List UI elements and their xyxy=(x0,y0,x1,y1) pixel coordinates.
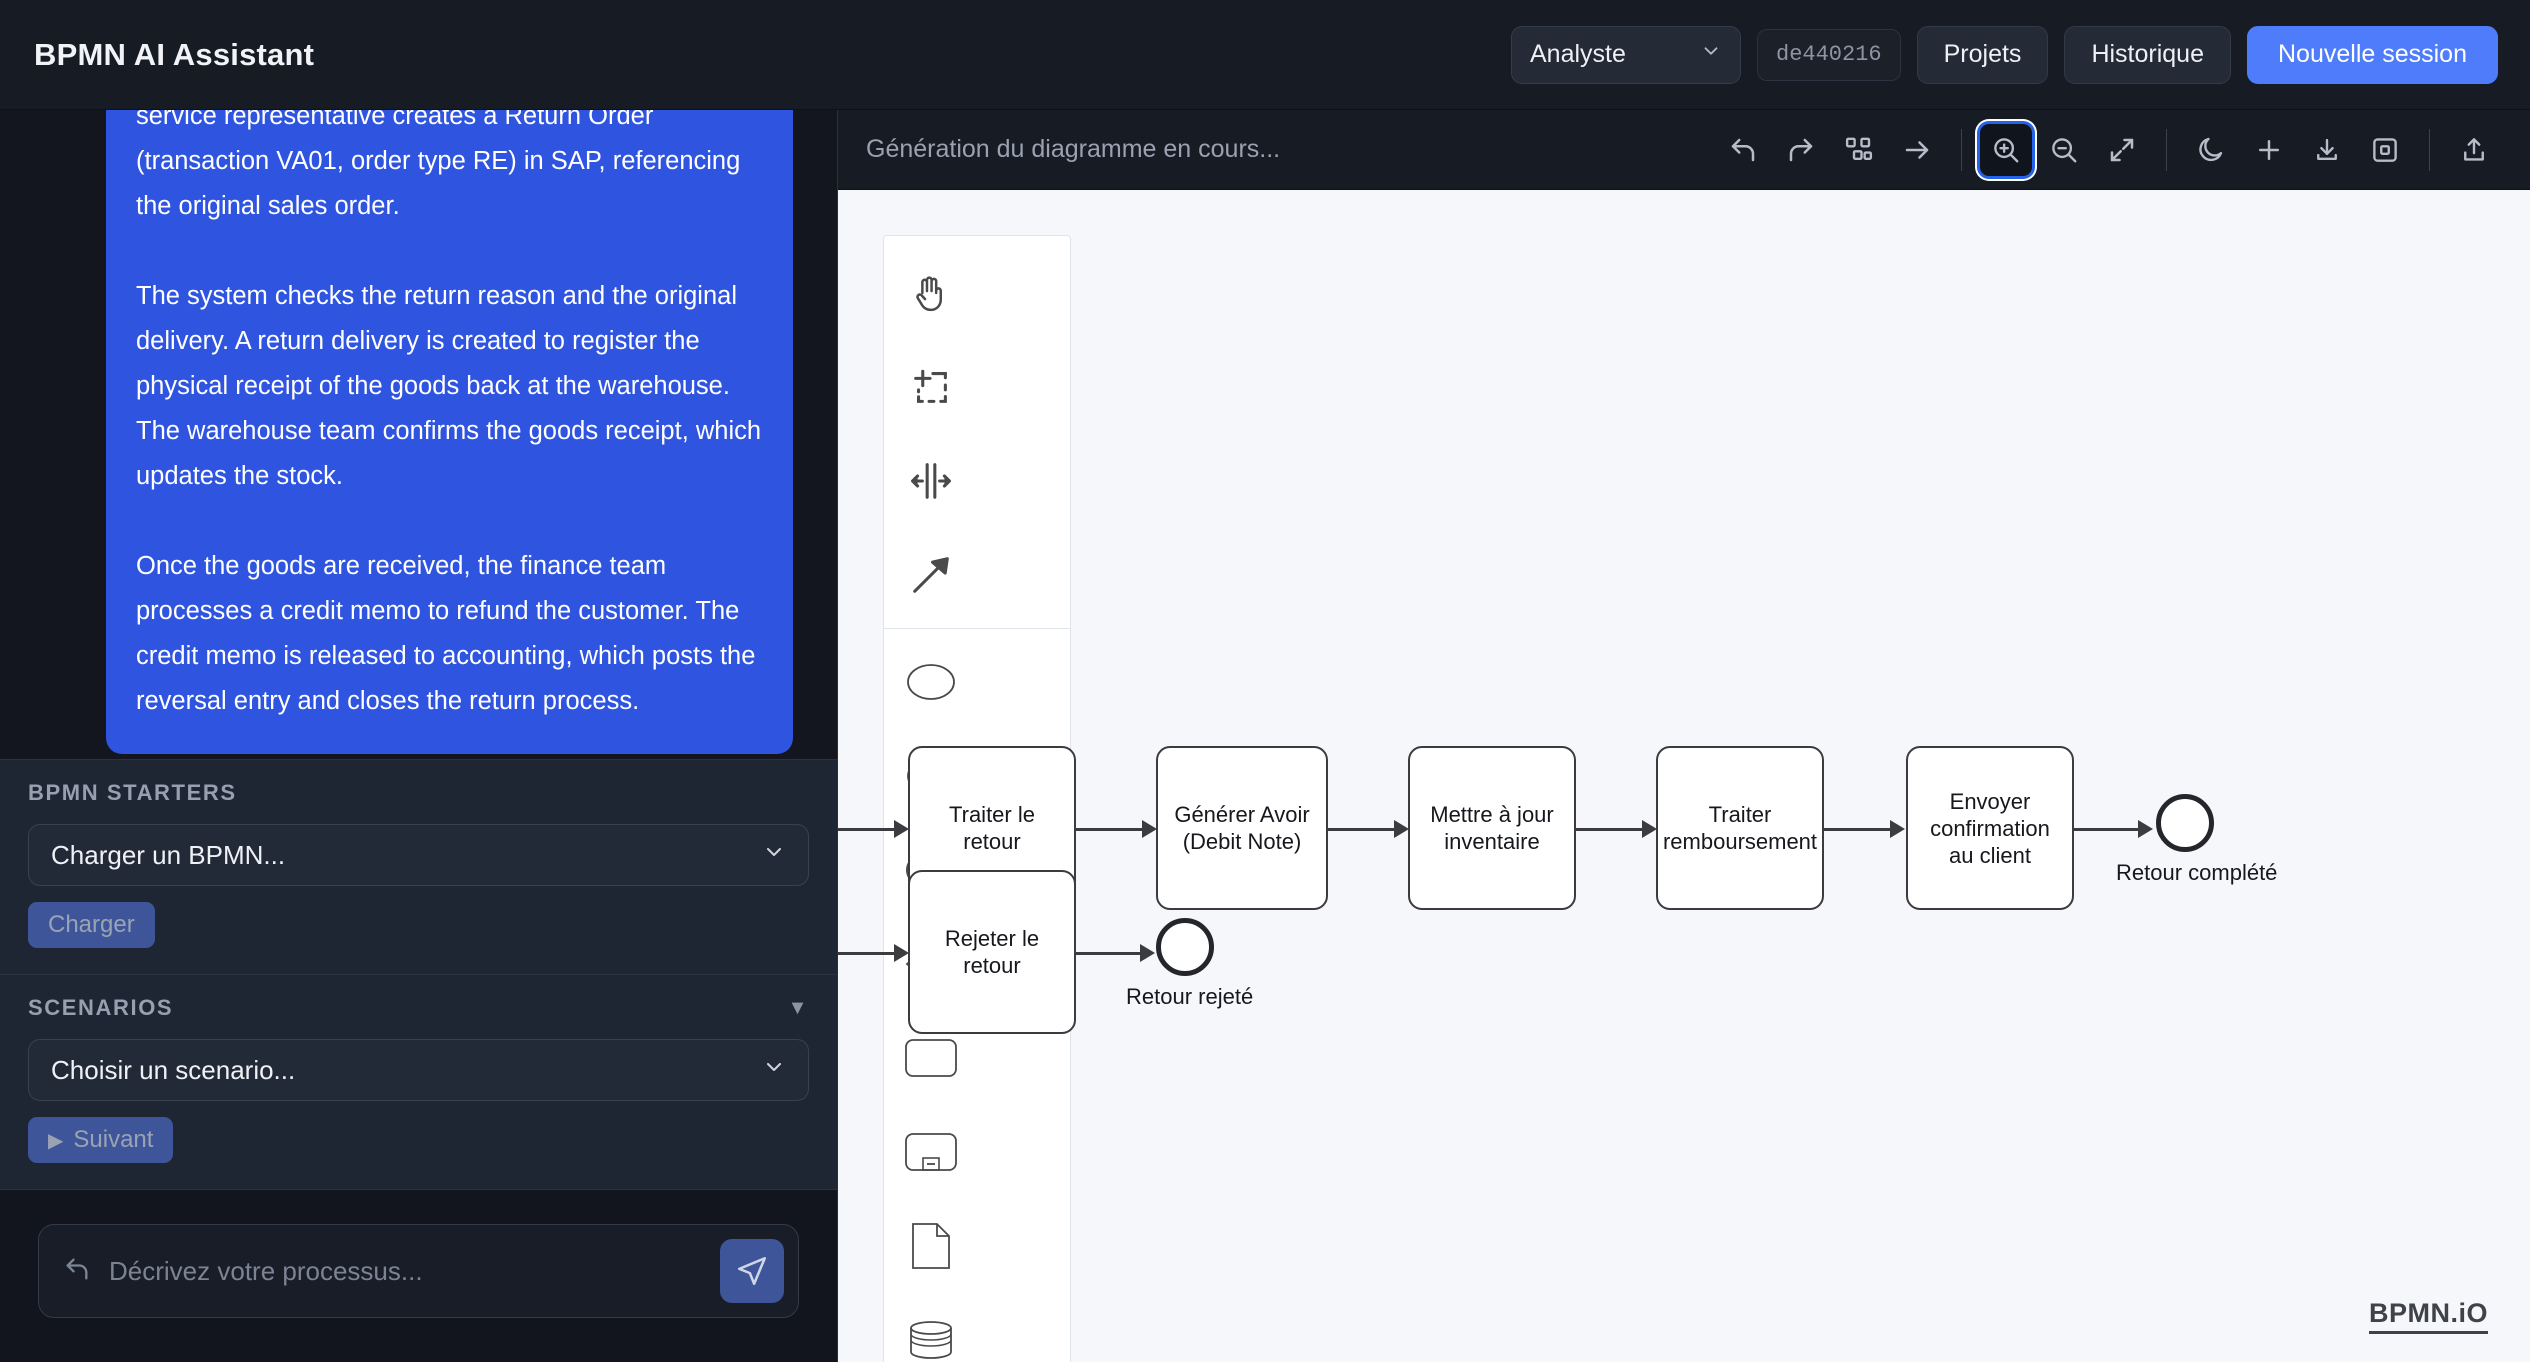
app-header: BPMN AI Assistant Analyste de440216 Proj… xyxy=(0,0,2530,110)
flow-arrowhead xyxy=(2138,820,2153,838)
task-icon[interactable] xyxy=(884,1011,978,1105)
load-bpmn-select-value: Charger un BPMN... xyxy=(51,839,286,870)
bpmn-starters-title: BPMN STARTERS xyxy=(28,780,237,805)
download-icon[interactable] xyxy=(2301,124,2353,176)
chevron-down-icon xyxy=(762,840,786,871)
flow-arrowhead xyxy=(1142,820,1157,838)
toolbar-divider xyxy=(2166,128,2167,171)
share-icon[interactable] xyxy=(2448,124,2500,176)
subprocess-icon[interactable] xyxy=(884,1105,978,1199)
chevron-down-icon xyxy=(1700,40,1722,69)
role-select-value: Analyste xyxy=(1530,40,1626,68)
flow-arrowhead xyxy=(1890,820,1905,838)
toolbar-divider xyxy=(2429,128,2430,171)
sequence-flow xyxy=(1328,828,1398,831)
new-session-button[interactable]: Nouvelle session xyxy=(2247,25,2498,84)
scenarios-panel: SCENARIOS ▼ Choisir un scenario... ▶ Sui… xyxy=(0,974,837,1189)
load-button-label: Charger xyxy=(48,911,135,938)
chat-scroll-area[interactable]: service representative creates a Return … xyxy=(0,110,837,759)
play-icon: ▶ xyxy=(48,1129,64,1152)
load-bpmn-select[interactable]: Charger un BPMN... xyxy=(28,824,809,886)
arrow-right-icon[interactable] xyxy=(1891,124,1943,176)
task-node[interactable]: Mettre à jour inventaire xyxy=(1408,746,1576,910)
diagram-toolbar: Génération du diagramme en cours... xyxy=(838,110,2530,190)
app-body: service representative creates a Return … xyxy=(0,110,2530,1362)
generation-status: Génération du diagramme en cours... xyxy=(866,135,1281,163)
dark-mode-icon[interactable] xyxy=(2185,124,2237,176)
next-button-label: Suivant xyxy=(73,1126,154,1153)
bpmn-canvas[interactable]: Traiter le retour Générer Avoir (Debit N… xyxy=(838,190,2530,1362)
sequence-flow xyxy=(838,952,898,955)
role-select[interactable]: Analyste xyxy=(1511,25,1741,84)
load-button[interactable]: Charger xyxy=(28,902,155,948)
composer-box[interactable] xyxy=(38,1224,799,1318)
zoom-in-icon[interactable] xyxy=(1980,123,2032,176)
flow-arrowhead xyxy=(1394,820,1409,838)
end-event-node[interactable] xyxy=(1156,918,1214,976)
lasso-tool-icon[interactable] xyxy=(884,340,978,434)
end-event-label: Retour complété xyxy=(2116,860,2278,885)
next-button[interactable]: ▶ Suivant xyxy=(28,1117,174,1163)
left-panel: service representative creates a Return … xyxy=(0,110,838,1362)
undo-icon[interactable] xyxy=(1717,124,1769,176)
auto-layout-icon[interactable] xyxy=(1833,124,1885,176)
sequence-flow xyxy=(1076,952,1148,955)
sequence-flow xyxy=(838,828,898,831)
task-node[interactable]: Rejeter le retour xyxy=(908,870,1076,1034)
chevron-down-icon xyxy=(762,1055,786,1086)
undo-icon[interactable] xyxy=(63,1255,91,1288)
flow-arrowhead xyxy=(894,944,909,962)
projects-button[interactable]: Projets xyxy=(1916,25,2049,84)
message-paragraph: The system checks the return reason and … xyxy=(136,282,762,490)
chat-message-user: service representative creates a Return … xyxy=(106,110,793,754)
sequence-flow xyxy=(1576,828,1646,831)
message-paragraph: Once the goods are received, the finance… xyxy=(136,552,756,715)
space-tool-icon[interactable] xyxy=(884,434,978,528)
scenario-select[interactable]: Choisir un scenario... xyxy=(28,1039,809,1101)
sequence-flow xyxy=(2074,828,2146,831)
bpmn-starters-header: BPMN STARTERS xyxy=(28,780,809,806)
data-object-icon[interactable] xyxy=(884,1199,978,1293)
scenario-select-value: Choisir un scenario... xyxy=(51,1054,296,1085)
task-node[interactable]: Traiter remboursement xyxy=(1656,746,1824,910)
sequence-flow xyxy=(1824,828,1894,831)
zoom-out-icon[interactable] xyxy=(2038,124,2090,176)
end-event-node[interactable] xyxy=(2156,794,2214,852)
send-button[interactable] xyxy=(720,1239,784,1303)
plus-icon[interactable] xyxy=(2243,124,2295,176)
end-event-label: Retour rejeté xyxy=(1126,984,1254,1009)
scenarios-title: SCENARIOS xyxy=(28,995,174,1020)
session-id-badge: de440216 xyxy=(1757,28,1901,81)
flow-arrowhead xyxy=(1642,820,1657,838)
redo-icon[interactable] xyxy=(1775,124,1827,176)
flow-arrowhead xyxy=(894,820,909,838)
start-event-icon[interactable] xyxy=(884,635,978,729)
toolbar-divider xyxy=(1961,128,1962,171)
page-title: BPMN AI Assistant xyxy=(34,36,315,72)
connect-tool-icon[interactable] xyxy=(884,528,978,622)
bpmn-starters-panel: BPMN STARTERS Charger un BPMN... Charger xyxy=(0,759,837,974)
sequence-flow xyxy=(1076,828,1146,831)
task-node[interactable]: Générer Avoir (Debit Note) xyxy=(1156,746,1328,910)
bpmn-io-watermark: BPMN.iO xyxy=(2368,1298,2488,1334)
process-description-input[interactable] xyxy=(109,1255,702,1287)
expand-icon[interactable] xyxy=(2096,124,2148,176)
right-panel: Génération du diagramme en cours... xyxy=(838,110,2530,1362)
scenarios-header[interactable]: SCENARIOS ▼ xyxy=(28,995,809,1021)
data-store-icon[interactable] xyxy=(884,1293,978,1362)
caret-down-icon[interactable]: ▼ xyxy=(787,996,809,1019)
fit-view-icon[interactable] xyxy=(2359,124,2411,176)
message-paragraph: service representative creates a Return … xyxy=(136,110,741,220)
palette-divider xyxy=(884,628,1070,629)
toolbar-tools xyxy=(1717,123,2500,176)
hand-tool-icon[interactable] xyxy=(884,246,978,340)
history-button[interactable]: Historique xyxy=(2064,25,2231,84)
header-actions: Analyste de440216 Projets Historique Nou… xyxy=(1511,25,2498,84)
composer-area xyxy=(0,1189,837,1362)
flow-arrowhead xyxy=(1140,944,1155,962)
task-node[interactable]: Envoyer confirmation au client xyxy=(1906,746,2074,910)
